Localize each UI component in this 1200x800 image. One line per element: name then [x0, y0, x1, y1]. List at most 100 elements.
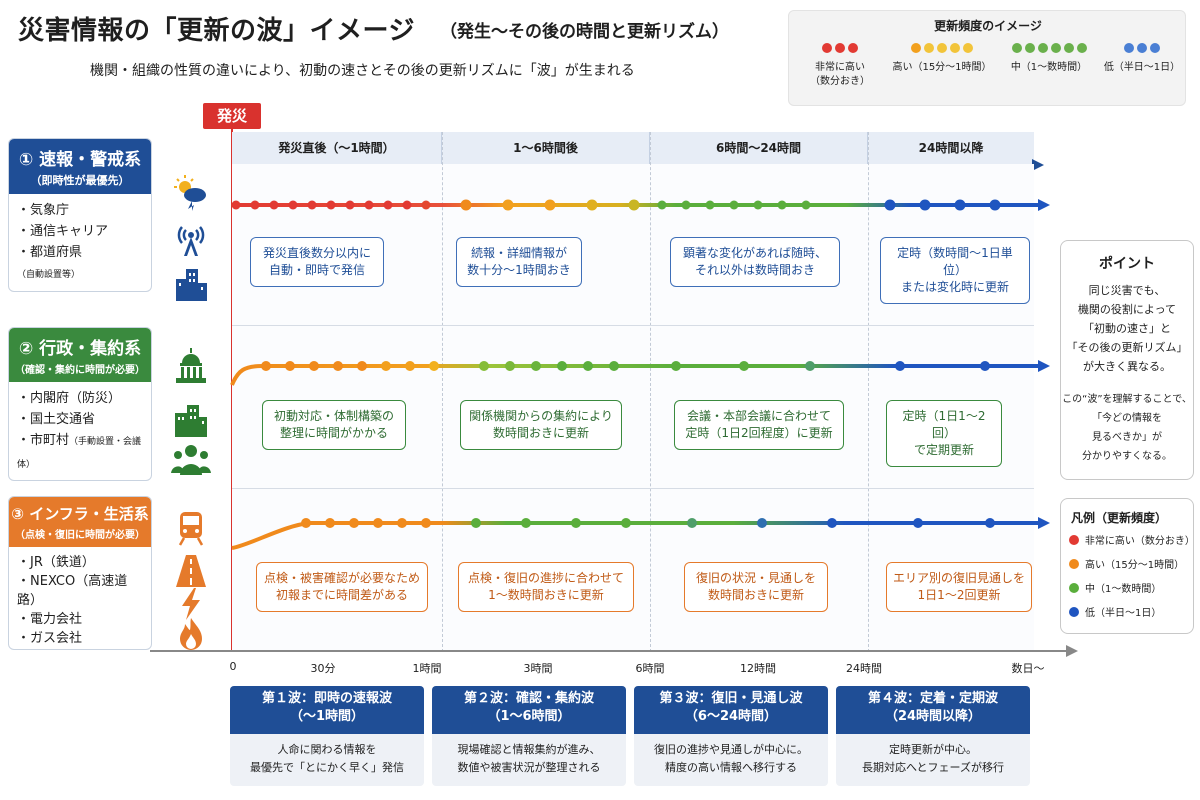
phase-arrow-icon: [1032, 159, 1044, 171]
lane-divider: [232, 488, 1034, 489]
wave-box-3: 第３波：復旧・見通し波（6〜24時間） 復旧の進捗や見通しが中心に。 精度の高い…: [634, 686, 828, 786]
callout-3-2: 点検・復旧の進捗に合わせて 1〜数時間おきに更新: [458, 562, 634, 612]
category-members: ・内閣府（防災） ・国土交通省 ・市町村（手動設置・会議体）: [9, 382, 151, 480]
category-header: ① 速報・警戒系 （即時性が最優先）: [9, 139, 151, 194]
phase-header-1: 発災直後（〜1時間）: [232, 132, 442, 164]
flame-icon: [171, 614, 211, 654]
category-sub: （即時性が最優先）: [30, 174, 130, 187]
freq-sub: （数分おき）: [810, 76, 870, 87]
callout-3-3: 復旧の状況・見通しを 数時間おきに更新: [684, 562, 828, 612]
axis-tick: 24時間: [846, 662, 882, 675]
callout-1-1: 発災直後数分以内に 自動・即時で発信: [250, 237, 384, 287]
callout-1-3: 顕著な変化があれば随時、 それ以外は数時間おき: [670, 237, 840, 287]
category-members: ・JR（鉄道） ・NEXCO（高速道路） ・電力会社 ・ガス会社: [9, 547, 151, 649]
legend-item: 非常に高い（数分おき）: [1069, 532, 1195, 547]
phase-divider: [868, 132, 869, 652]
legend-title: 凡例（更新頻度）: [1071, 511, 1168, 525]
lane-divider: [232, 325, 1034, 326]
freq-label: 低（半日〜1日）: [1103, 62, 1181, 73]
callout-2-2: 関係機関からの集約により 数時間おきに更新: [460, 400, 622, 450]
wave-desc: 現場確認と情報集約が進み、 数値や被害状況が整理される: [457, 743, 601, 774]
axis-tick: 6時間: [635, 662, 665, 675]
freq-dots-mid: [999, 41, 1099, 55]
category-header: ③ インフラ・生活系 （点検・復旧に時間が必要）: [9, 497, 151, 547]
phase-header-2: 1〜6時間後: [442, 132, 650, 164]
member-item: ・市町村（手動設置・会議体）: [17, 433, 142, 470]
category-panel-2: ② 行政・集約系 （確認・集約に時間が必要） ・内閣府（防災） ・国土交通省 ・…: [8, 327, 152, 481]
wave-header: 第２波：確認・集約波（1〜6時間）: [432, 686, 626, 734]
legend-item: 低（半日〜1日）: [1069, 604, 1193, 619]
train-icon: [171, 508, 211, 548]
point-box: ポイント 同じ災害でも、 機関の役割によって 「初動の速さ」と 「その後の更新リ…: [1060, 240, 1194, 480]
wave-box-2: 第２波：確認・集約波（1〜6時間） 現場確認と情報集約が進み、 数値や被害状況が…: [432, 686, 626, 786]
phase-header-4: 24時間以降: [868, 132, 1034, 164]
freq-low: 低（半日〜1日）: [1099, 41, 1185, 75]
category-header: ② 行政・集約系 （確認・集約に時間が必要）: [9, 328, 151, 382]
phase-header-3: 6時間〜24時間: [650, 132, 868, 164]
legend-box: 凡例（更新頻度） 非常に高い（数分おき） 高い（15分〜1時間） 中（1〜数時間…: [1060, 498, 1195, 634]
category-number: ③: [11, 505, 24, 523]
wave-box-4: 第４波：定着・定期波（24時間以降） 定時更新が中心。 長期対応へとフェーズが移…: [836, 686, 1030, 786]
member-item: ・内閣府（防災）: [17, 391, 122, 406]
office-icon: [171, 400, 211, 440]
wave-header: 第１波：即時の速報波（〜1時間）: [230, 686, 424, 734]
member-item: ・電力会社: [17, 612, 83, 627]
category-sub: （確認・集約に時間が必要）: [15, 365, 145, 376]
building-icon: [171, 264, 211, 304]
freq-high: 高い（15分〜1時間）: [887, 41, 997, 75]
point-body: 同じ災害でも、 機関の役割によって 「初動の速さ」と 「その後の更新リズム」 が…: [1066, 284, 1188, 373]
page-title: 災害情報の「更新の波」イメージ: [18, 16, 415, 46]
axis-tick: 数日〜: [1011, 662, 1045, 675]
category-number: ①: [18, 150, 34, 170]
callout-1-2: 続報・詳細情報が 数十分〜1時間おき: [456, 237, 582, 287]
axis-tick: 12時間: [740, 662, 776, 675]
axis-tick: 1時間: [412, 662, 442, 675]
point-body-2: この“波”を理解することで、 「今どの情報を 見るべきか」が 分かりやすくなる。: [1062, 394, 1192, 462]
wave-box-1: 第１波：即時の速報波（〜1時間） 人命に関わる情報を 最優先で「とにかく早く」発…: [230, 686, 424, 786]
callout-2-4: 定時（1日1〜2回） で定期更新: [886, 400, 1002, 467]
category-sub: （点検・復旧に時間が必要）: [15, 530, 145, 541]
callout-2-1: 初動対応・体制構築の 整理に時間がかかる: [262, 400, 406, 450]
point-title: ポイント: [1099, 256, 1155, 272]
freq-dots-very-high: [795, 41, 885, 55]
category-number: ②: [18, 339, 34, 359]
legend-item: 中（1〜数時間）: [1069, 580, 1193, 595]
axis-tick: 0: [229, 660, 237, 673]
disaster-tag: 発災: [203, 103, 261, 129]
member-item: ・国土交通省: [17, 412, 96, 427]
wave-desc: 人命に関わる情報を 最優先で「とにかく早く」発信: [250, 743, 404, 774]
member-item: ・都道府県（自動設置等）: [17, 245, 83, 280]
frequency-box: 更新頻度のイメージ 非常に高い （数分おき） 高い（15分〜1時間） 中（1〜数…: [788, 10, 1186, 106]
callout-1-4: 定時（数時間〜1日単位） または変化時に更新: [880, 237, 1030, 304]
axis-tick: 30分: [310, 662, 336, 675]
axis-tick: 3時間: [523, 662, 553, 675]
callout-3-1: 点検・被害確認が必要なため 初報までに時間差がある: [256, 562, 428, 612]
freq-label: 非常に高い: [815, 62, 865, 73]
member-item: ・通信キャリア: [17, 224, 109, 239]
category-name: 速報・警戒系: [39, 150, 142, 170]
category-name: インフラ・生活系: [29, 505, 149, 523]
people-icon: [171, 440, 211, 480]
capitol-icon: [171, 346, 211, 386]
page-subtitle: （発生〜その後の時間と更新リズム）: [440, 22, 729, 42]
freq-label: 高い（15分〜1時間）: [892, 62, 992, 73]
freq-dots-high: [887, 41, 997, 55]
member-item: ・気象庁: [17, 203, 70, 218]
category-panel-1: ① 速報・警戒系 （即時性が最優先） ・気象庁 ・通信キャリア ・都道府県（自動…: [8, 138, 152, 292]
wave-header: 第３波：復旧・見通し波（6〜24時間）: [634, 686, 828, 734]
frequency-box-title: 更新頻度のイメージ: [934, 19, 1042, 33]
category-panel-3: ③ インフラ・生活系 （点検・復旧に時間が必要） ・JR（鉄道） ・NEXCO（…: [8, 496, 152, 650]
highway-icon: [171, 550, 211, 590]
legend-item: 高い（15分〜1時間）: [1069, 556, 1193, 571]
member-item: ・ガス会社: [17, 631, 83, 646]
wave-desc: 定時更新が中心。 長期対応へとフェーズが移行: [862, 743, 1004, 774]
member-item: ・JR（鉄道）: [17, 555, 95, 570]
phase-divider: [442, 132, 443, 652]
antenna-icon: [171, 218, 211, 258]
category-name: 行政・集約系: [39, 339, 142, 359]
category-members: ・気象庁 ・通信キャリア ・都道府県（自動設置等）: [9, 194, 151, 291]
wave-desc: 復旧の進捗や見通しが中心に。 精度の高い情報へ移行する: [654, 743, 808, 774]
member-item: ・NEXCO（高速道路）: [17, 574, 128, 608]
weather-icon: [171, 172, 211, 212]
power-icon: [171, 584, 211, 624]
